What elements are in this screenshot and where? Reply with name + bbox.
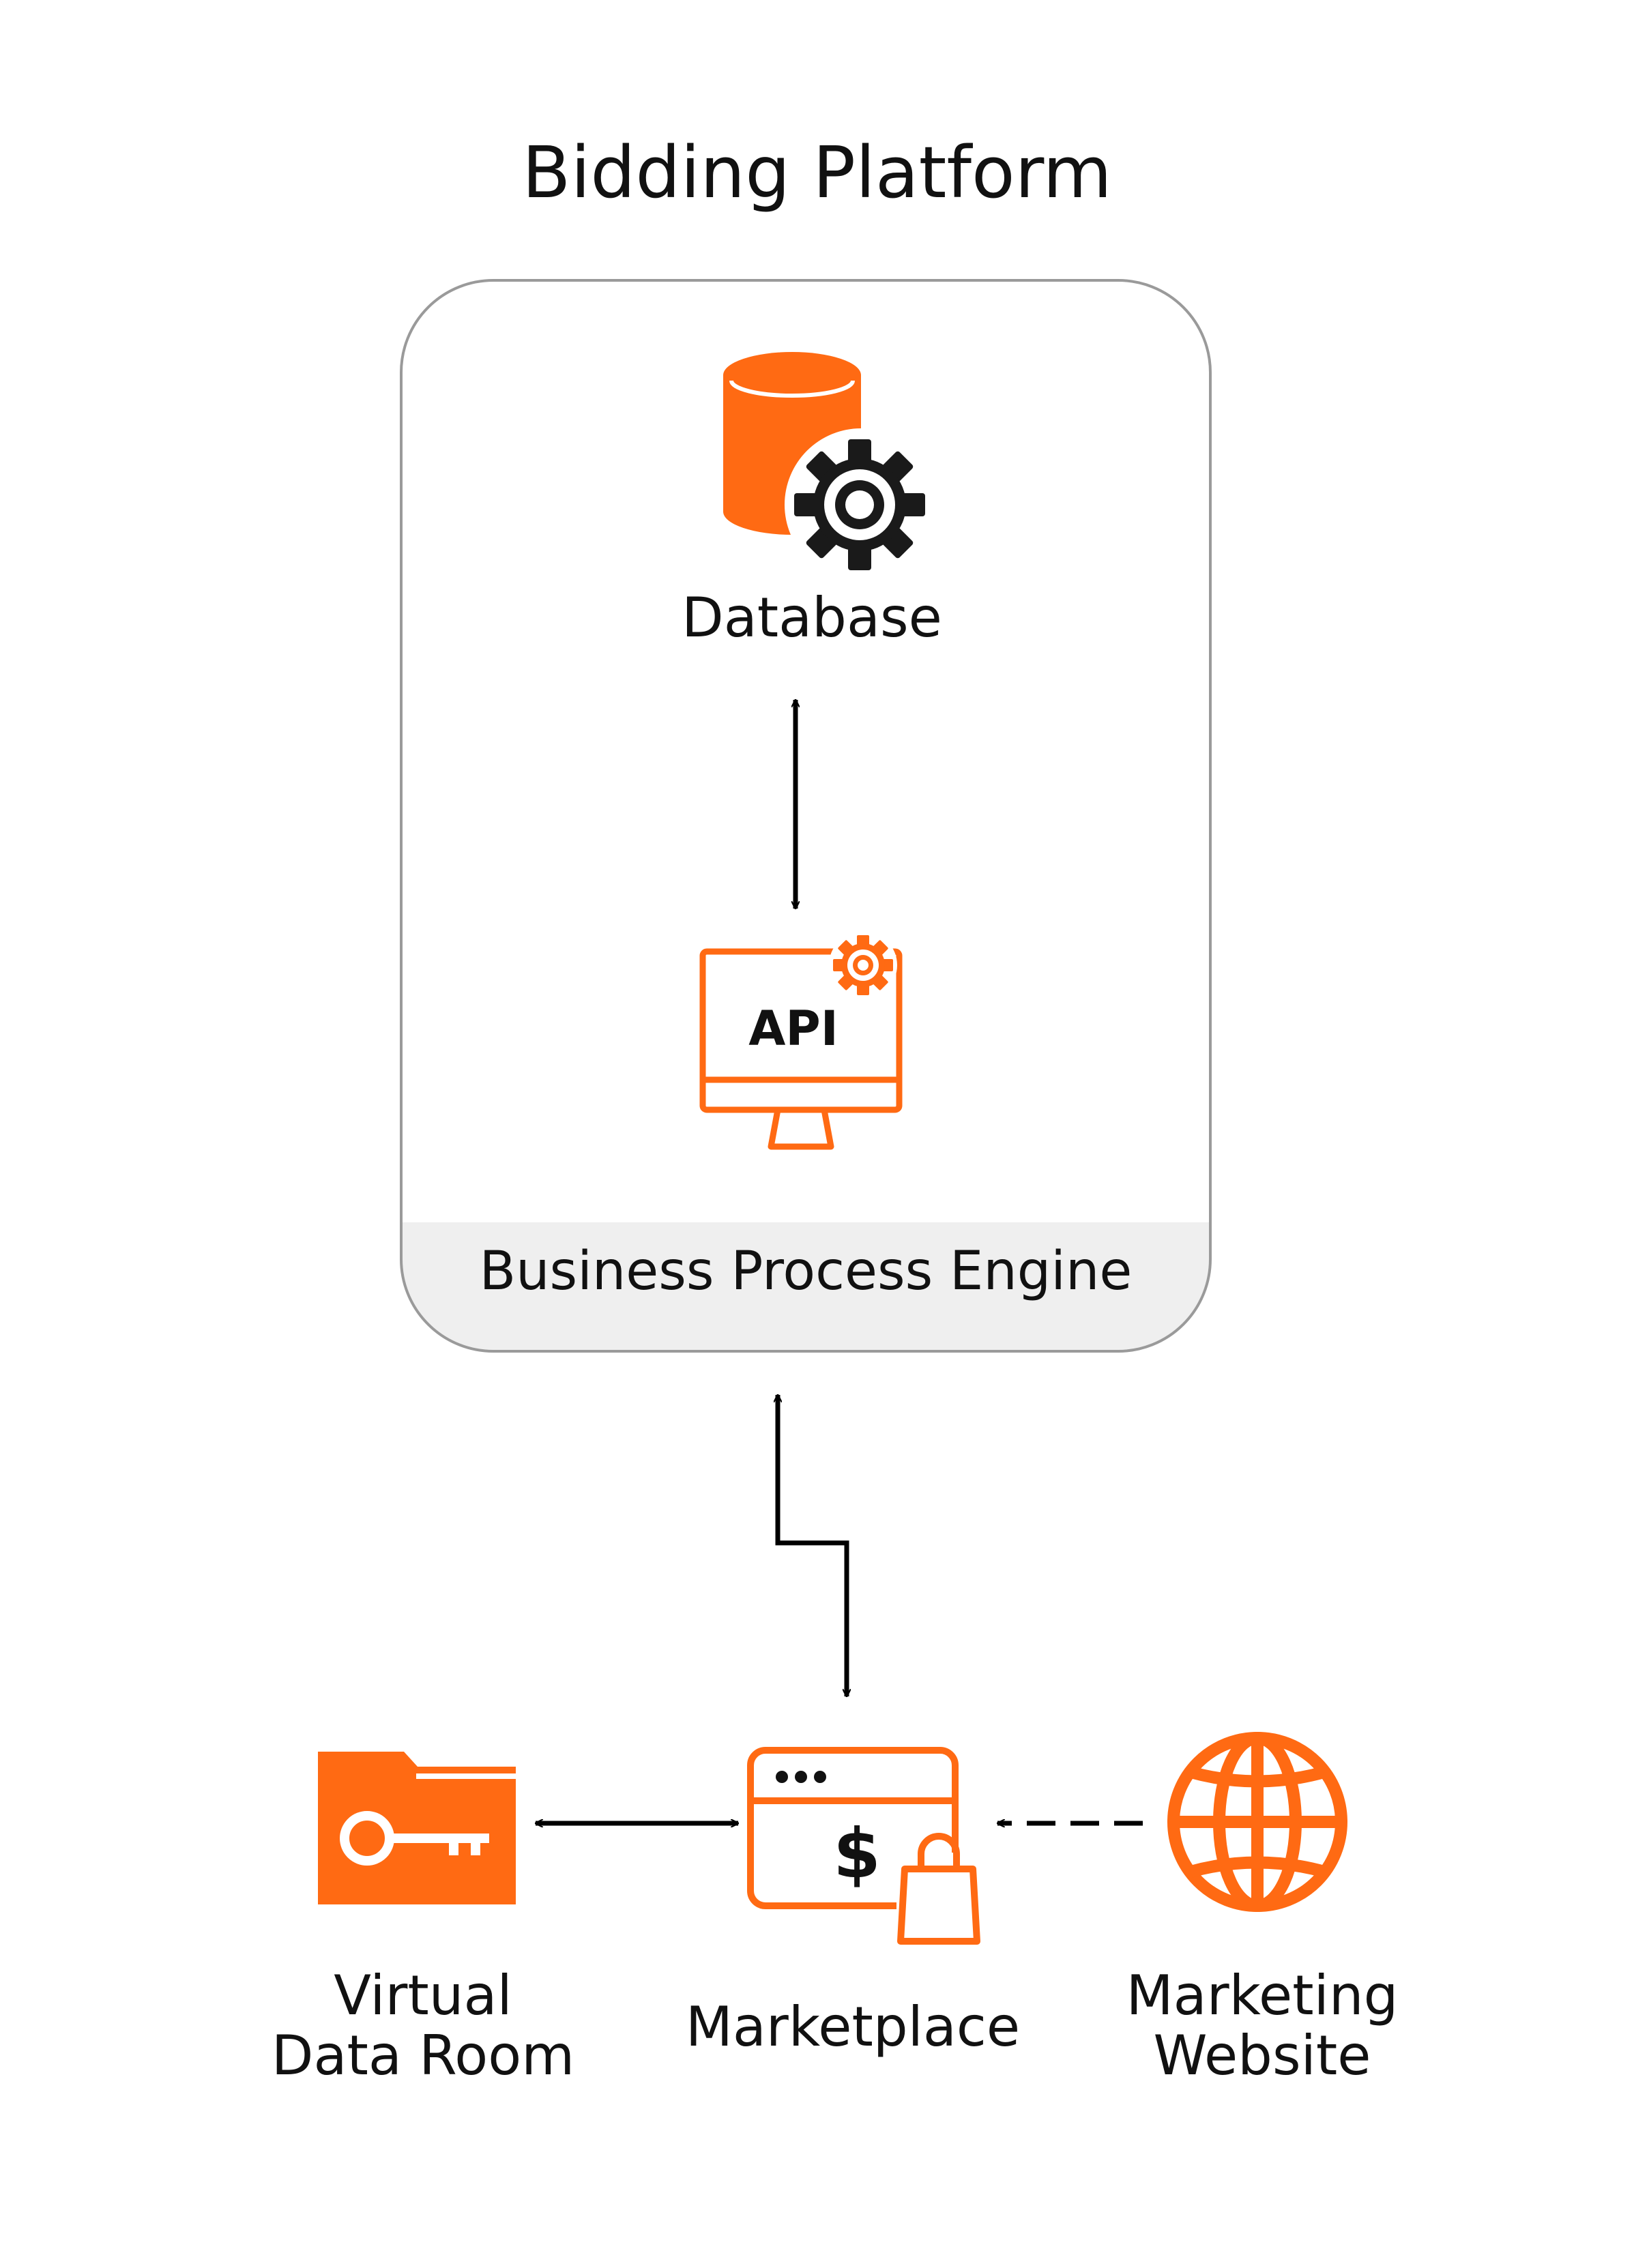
database-label: Database	[682, 586, 942, 649]
database-gear-icon	[723, 352, 937, 581]
marketing-website-label-line1: Marketing	[1126, 1964, 1399, 2027]
diagram-title: Bidding Platform	[522, 131, 1112, 214]
virtual-data-room-label-line2: Data Room	[271, 2024, 575, 2087]
engine-band	[401, 1222, 1210, 1351]
virtual-data-room-label: Virtual Data Room	[225, 1966, 621, 2086]
platform-container	[400, 279, 1212, 1353]
dollar-sign: $	[833, 1814, 881, 1894]
globe-icon	[1167, 1732, 1347, 1912]
api-monitor-icon	[699, 931, 903, 1150]
engine-label: Business Process Engine	[479, 1241, 1133, 1302]
virtual-data-room-label-line1: Virtual	[334, 1964, 512, 2027]
marketplace-label: Marketplace	[685, 1995, 1021, 2059]
folder-key-icon	[318, 1752, 516, 1904]
browser-dollar-bag-icon	[747, 1747, 980, 1948]
marketing-website-label: Marketing Website	[1064, 1966, 1460, 2086]
arrow-engine-marketplace	[778, 1395, 847, 1696]
marketing-website-label-line2: Website	[1153, 2024, 1371, 2087]
api-text: API	[748, 1001, 838, 1057]
